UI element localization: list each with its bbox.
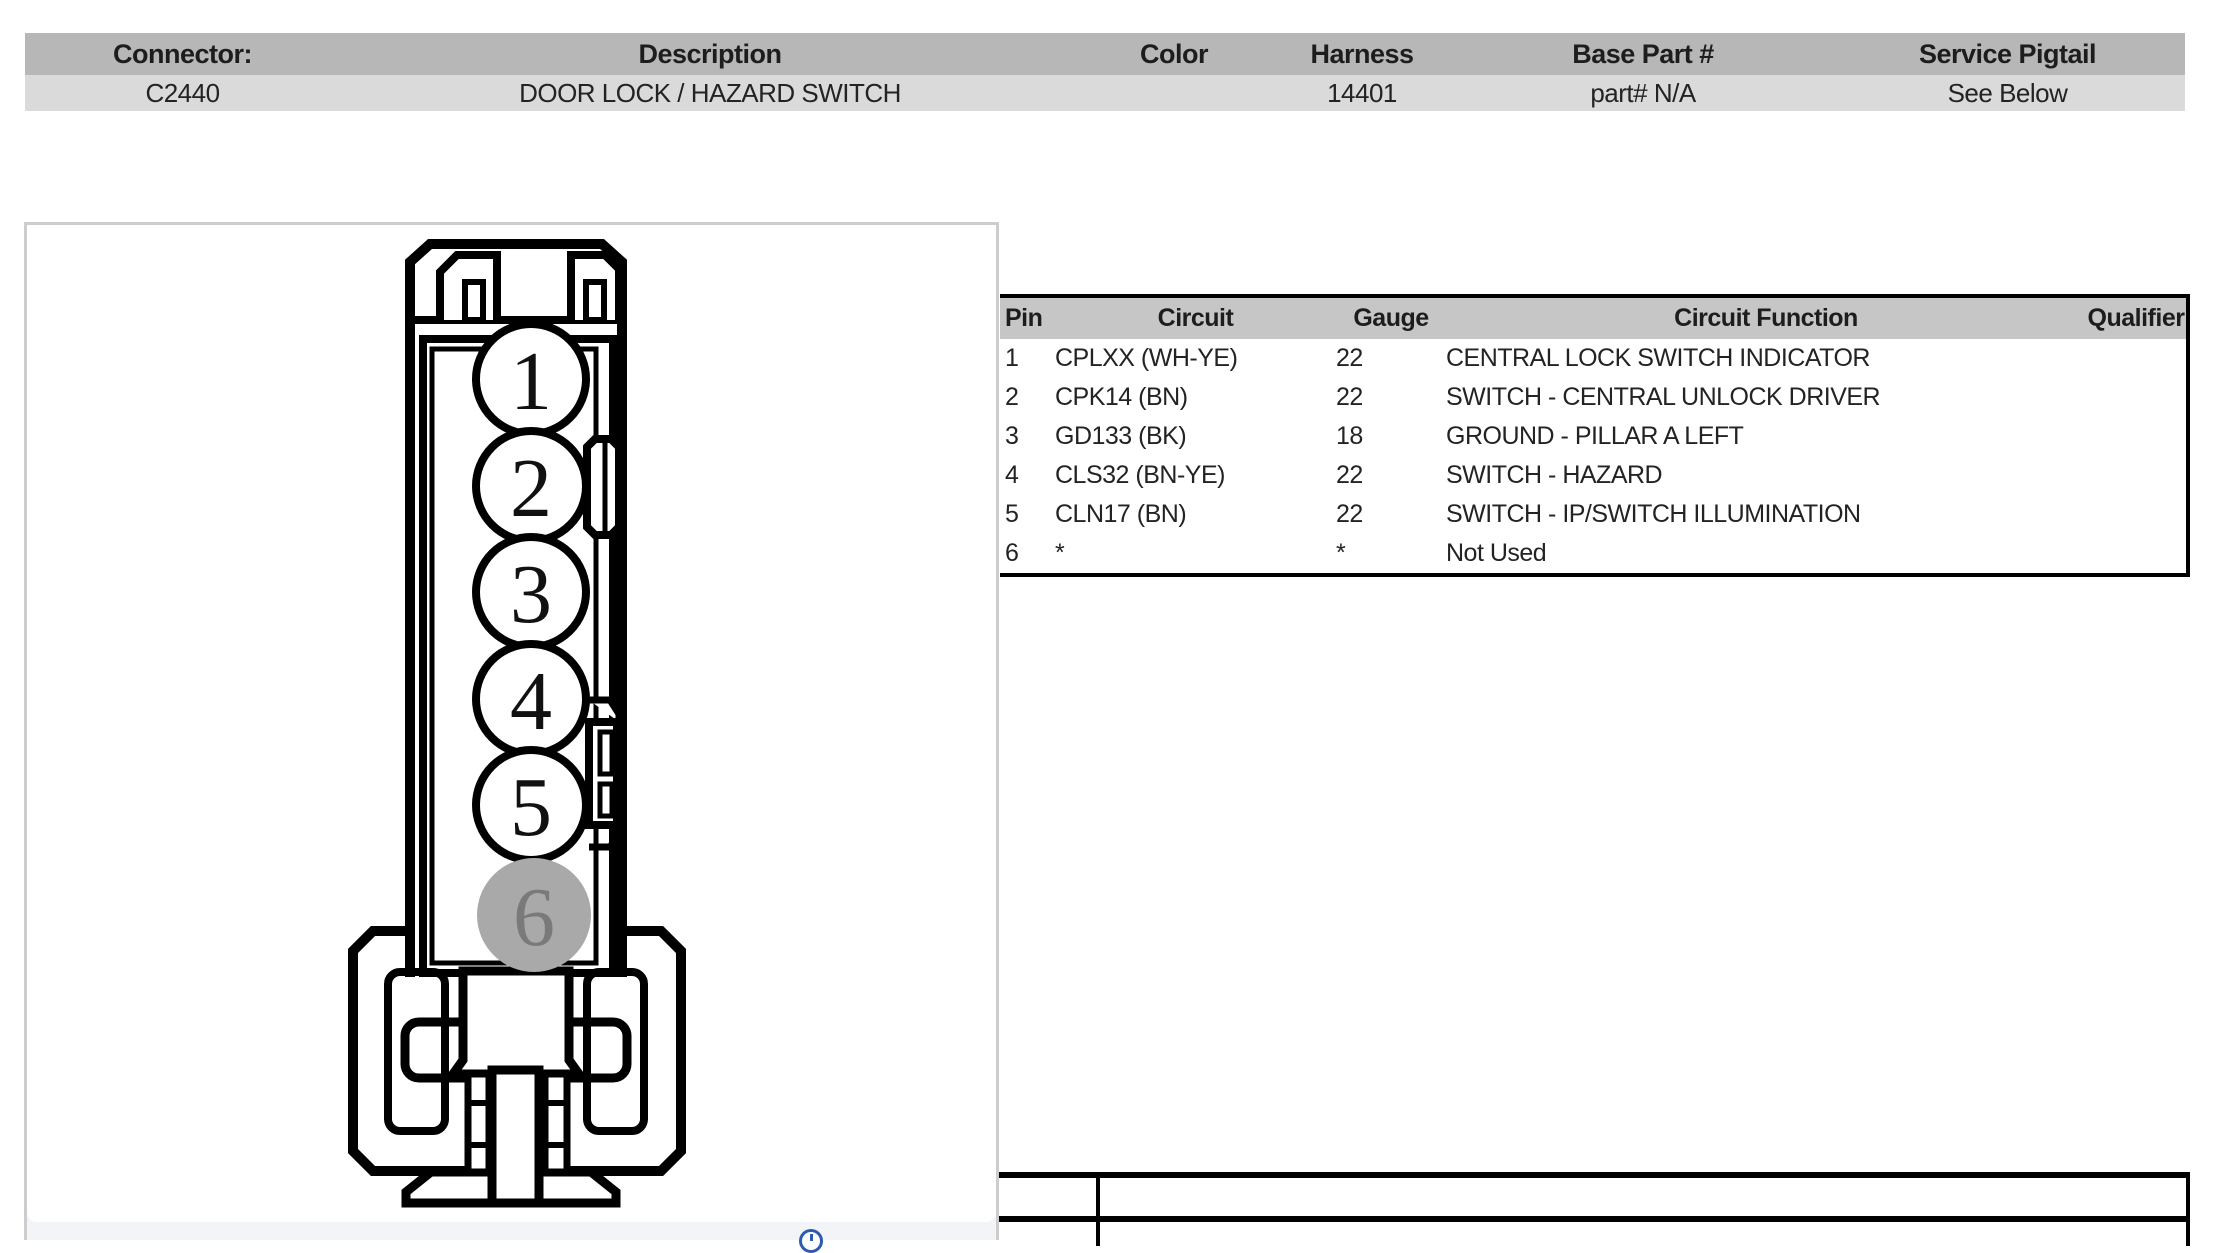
pin-number: 3 bbox=[1005, 422, 1019, 450]
right-key-tab-slot bbox=[583, 279, 607, 323]
pin-6-label: 6 bbox=[513, 871, 555, 964]
pin-row-4: 4 CLS32 (BN-YE) 22 SWITCH - HAZARD bbox=[1000, 456, 2186, 495]
col-base-part: Base Part # bbox=[1572, 38, 1714, 69]
pin-1-label: 1 bbox=[510, 335, 552, 428]
pin-table: Pin Circuit Gauge Circuit Function Quali… bbox=[1000, 294, 2190, 577]
col-gauge: Gauge bbox=[1353, 304, 1429, 332]
pin-row-6: 6 * * Not Used bbox=[1000, 534, 2186, 573]
base-right-channel bbox=[583, 968, 648, 1135]
circuit-code: GD133 (BK) bbox=[1055, 422, 1187, 450]
gauge-value: 22 bbox=[1336, 500, 1363, 528]
title-block-row-1 bbox=[999, 1178, 2186, 1216]
col-service-pigtail: Service Pigtail bbox=[1918, 38, 2097, 69]
gauge-value: * bbox=[1336, 539, 1346, 567]
base-left-rib-rungs bbox=[468, 1100, 489, 1148]
gauge-value: 22 bbox=[1336, 383, 1363, 411]
base-neck bbox=[444, 966, 588, 1079]
circuit-code: CPLXX (WH-YE) bbox=[1055, 344, 1238, 372]
connector-harness: 14401 bbox=[1327, 77, 1397, 108]
base-right-rib bbox=[541, 1070, 571, 1176]
circuit-code: * bbox=[1055, 539, 1065, 567]
side-latch-lower-pane-1 bbox=[597, 729, 615, 777]
pin-number: 2 bbox=[1005, 383, 1019, 411]
pin-row-5: 5 CLN17 (BN) 22 SWITCH - IP/SWITCH ILLUM… bbox=[1000, 495, 2186, 534]
left-key-tab-slot bbox=[462, 279, 486, 323]
pin-row-2: 2 CPK14 (BN) 22 SWITCH - CENTRAL UNLOCK … bbox=[1000, 378, 2186, 417]
connector-face-drawing: 1 2 3 4 5 6 bbox=[348, 239, 686, 1208]
col-color: Color bbox=[1140, 38, 1209, 69]
pin-number: 6 bbox=[1005, 539, 1019, 567]
pin-row-3: 3 GD133 (BK) 18 GROUND - PILLAR A LEFT bbox=[1000, 417, 2186, 456]
circuit-function: CENTRAL LOCK SWITCH INDICATOR bbox=[1446, 344, 1870, 372]
base-left-channel bbox=[384, 968, 449, 1135]
pin-2-label: 2 bbox=[510, 442, 552, 535]
connector-description: DOOR LOCK / HAZARD SWITCH bbox=[519, 77, 901, 108]
title-block-divider bbox=[999, 1216, 2186, 1222]
col-description: Description bbox=[638, 38, 782, 69]
connector-header-row: Connector: Description Color Harness Bas… bbox=[25, 33, 2185, 75]
connector-base-part: part# N/A bbox=[1590, 77, 1696, 108]
circuit-code: CLN17 (BN) bbox=[1055, 500, 1187, 528]
title-block-cell bbox=[999, 1222, 1100, 1246]
connector-diagram-canvas: 1 2 3 4 5 6 bbox=[27, 225, 996, 1222]
title-block-cell bbox=[999, 1178, 1100, 1216]
col-circuit-function: Circuit Function bbox=[1674, 304, 1858, 332]
title-block-row-2 bbox=[999, 1222, 2186, 1246]
pin-number: 5 bbox=[1005, 500, 1019, 528]
connector-value-row: C2440 DOOR LOCK / HAZARD SWITCH 14401 pa… bbox=[25, 75, 2185, 111]
base-tongue bbox=[487, 1065, 544, 1208]
circuit-code: CPK14 (BN) bbox=[1055, 383, 1188, 411]
side-latch-lower-pane-2 bbox=[597, 781, 615, 819]
pin-row-1: 1 CPLXX (WH-YE) 22 CENTRAL LOCK SWITCH I… bbox=[1000, 339, 2186, 378]
pin-number: 4 bbox=[1005, 461, 1019, 489]
col-connector: Connector: bbox=[113, 38, 253, 69]
clock-icon[interactable] bbox=[799, 1229, 823, 1253]
title-block-table bbox=[999, 1172, 2190, 1246]
pin-5-label: 5 bbox=[510, 761, 552, 854]
col-qualifier: Qualifier bbox=[2087, 304, 2185, 332]
gauge-value: 22 bbox=[1336, 461, 1363, 489]
circuit-function: SWITCH - HAZARD bbox=[1446, 461, 1663, 489]
side-latch-lower-bottom bbox=[589, 825, 623, 851]
connector-id: C2440 bbox=[145, 77, 220, 108]
gauge-value: 22 bbox=[1336, 344, 1363, 372]
col-harness: Harness bbox=[1310, 38, 1414, 69]
connector-service-pigtail: See Below bbox=[1947, 77, 2068, 108]
pin-number: 1 bbox=[1005, 344, 1019, 372]
connector-header-table: Connector: Description Color Harness Bas… bbox=[25, 33, 2185, 111]
base-left-rib bbox=[464, 1070, 493, 1176]
title-block-cell bbox=[1100, 1222, 2186, 1246]
circuit-function: GROUND - PILLAR A LEFT bbox=[1446, 422, 1744, 450]
pin-table-header: Pin Circuit Gauge Circuit Function Quali… bbox=[1000, 298, 2186, 339]
base-right-rib-rungs bbox=[545, 1100, 567, 1148]
circuit-code: CLS32 (BN-YE) bbox=[1055, 461, 1225, 489]
connector-diagram-viewer: 1 2 3 4 5 6 bbox=[24, 222, 999, 1253]
pin-3-label: 3 bbox=[510, 548, 552, 641]
gauge-value: 18 bbox=[1336, 422, 1363, 450]
col-circuit: Circuit bbox=[1157, 304, 1234, 332]
circuit-function: SWITCH - IP/SWITCH ILLUMINATION bbox=[1446, 500, 1861, 528]
pin-6-circle-unused bbox=[477, 858, 591, 972]
circuit-function: Not Used bbox=[1446, 539, 1547, 567]
col-pin: Pin bbox=[1005, 304, 1043, 332]
pin-4-label: 4 bbox=[510, 655, 552, 748]
clock-icon-hand bbox=[809, 1234, 813, 1241]
title-block-cell bbox=[1100, 1178, 2186, 1216]
circuit-function: SWITCH - CENTRAL UNLOCK DRIVER bbox=[1446, 383, 1881, 411]
